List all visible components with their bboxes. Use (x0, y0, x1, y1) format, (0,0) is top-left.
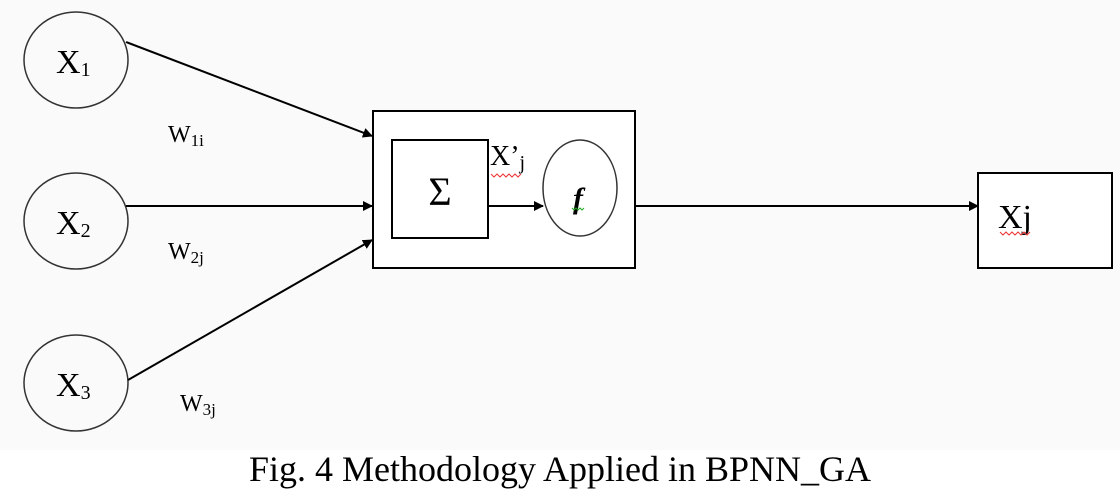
input-node-x2: X2 (23, 172, 129, 270)
arrow-x1-to-neuron (125, 41, 373, 138)
weight-label-w2: W2j (168, 239, 204, 267)
figure-caption: Fig. 4 Methodology Applied in BPNN_GA (248, 449, 872, 489)
input-node-x3: X3 (23, 334, 129, 432)
input-node-x1: X1 (23, 11, 129, 109)
output-box (977, 172, 1113, 269)
activation-label: f (573, 182, 586, 215)
weight-label-w1: W1i (168, 122, 204, 150)
intermediate-label: X’j (490, 141, 525, 174)
svg-text:X1: X1 (56, 44, 91, 81)
neuron-diagram: X1 X2 X3 W1i W2j W3j Σ X’j f Xj (23, 11, 1113, 432)
arrow-x3-to-neuron (127, 239, 373, 381)
weight-label-w3: W3j (180, 391, 216, 419)
output-label: Xj (998, 199, 1032, 236)
svg-text:X3: X3 (56, 367, 91, 404)
sum-box (391, 139, 489, 239)
svg-text:X2: X2 (56, 205, 91, 242)
activation-node (542, 139, 618, 237)
sum-symbol: Σ (428, 169, 451, 214)
